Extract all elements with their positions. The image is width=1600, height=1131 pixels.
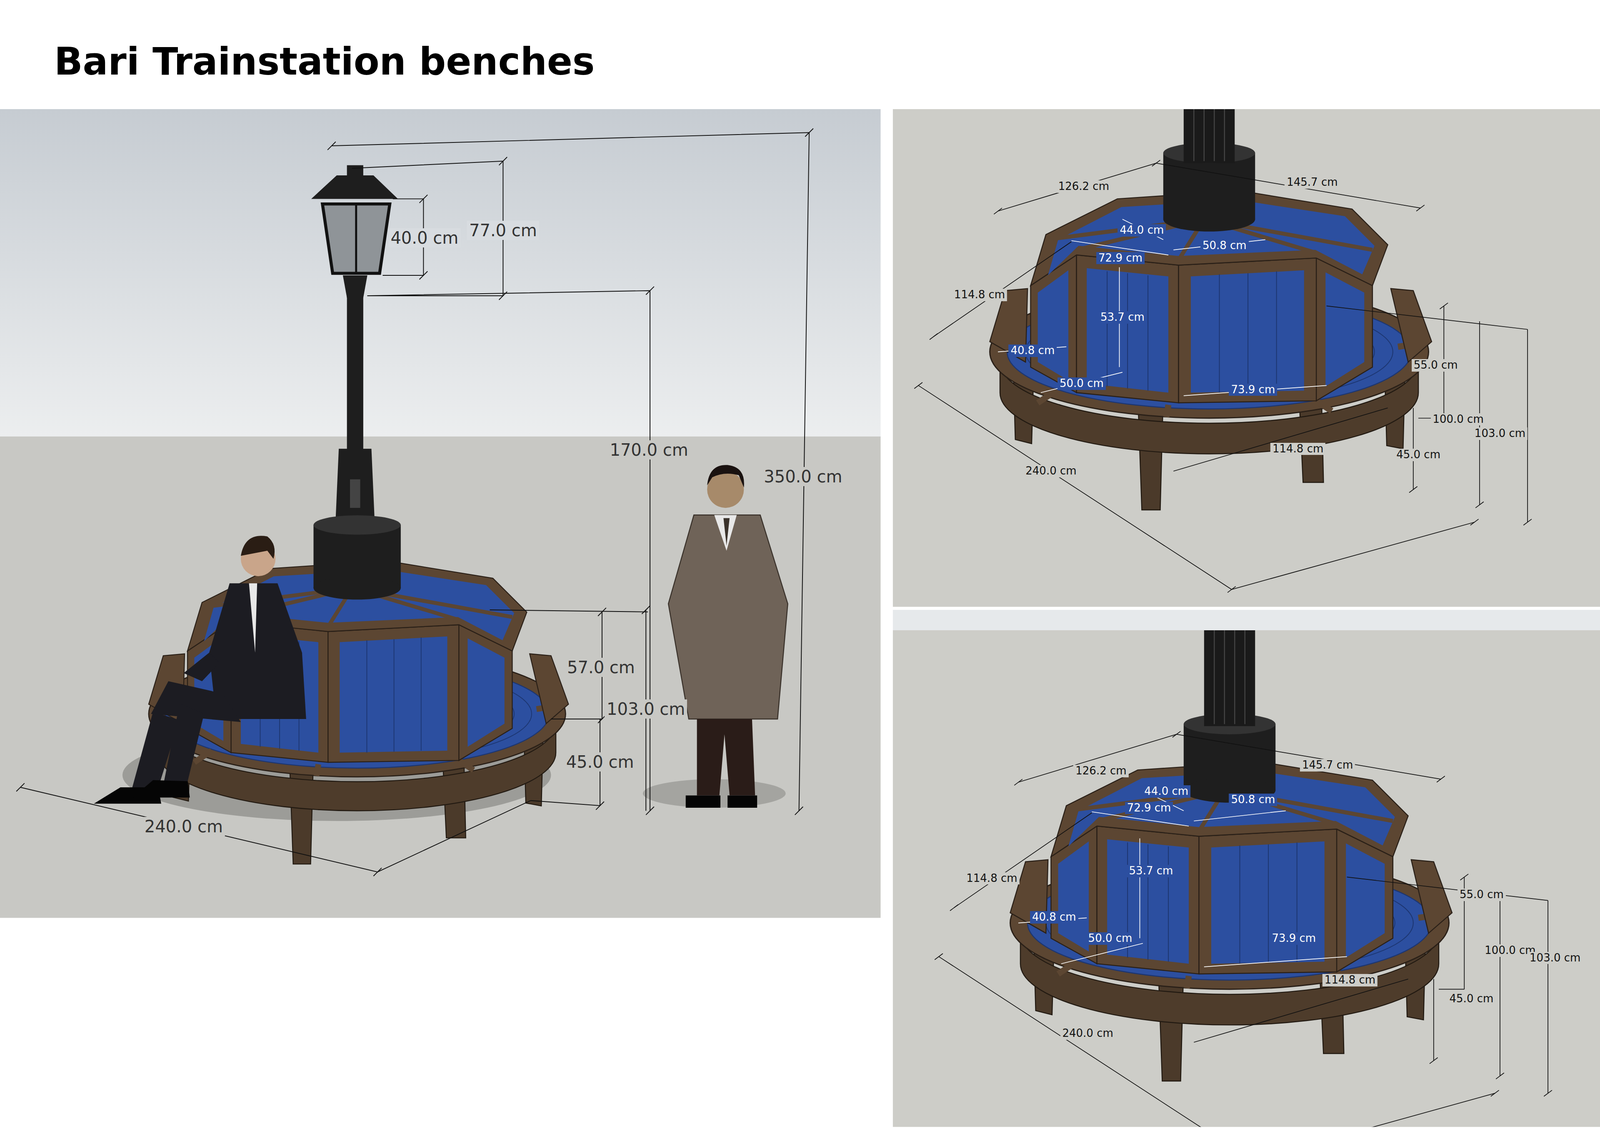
seated-man — [93, 535, 306, 804]
dimension-label: 77.0 cm — [467, 220, 540, 240]
dimension-label: 72.9 cm — [1125, 802, 1174, 815]
dimension-label: 44.0 cm — [1142, 785, 1191, 798]
dimension-label: 44.0 cm — [1117, 224, 1167, 238]
dimension-label: 55.0 cm — [1457, 888, 1506, 902]
panel-top-right — [892, 109, 1600, 608]
dimension-label: 103.0 cm — [604, 699, 688, 719]
bench-view-bottom — [934, 630, 1553, 1128]
dimension-label: 45.0 cm — [1447, 992, 1496, 1006]
dimension-label: 53.7 cm — [1098, 311, 1147, 324]
dimension-label: 45.0 cm — [564, 752, 637, 772]
dimension-label: 40.0 cm — [388, 228, 461, 248]
dimension-label: 50.0 cm — [1057, 377, 1106, 390]
dimension-label: 50.8 cm — [1228, 793, 1278, 807]
dimension-label: 126.2 cm — [1056, 180, 1112, 193]
standing-man — [668, 465, 788, 808]
bench — [148, 515, 569, 865]
dimension-label: 145.7 cm — [1300, 759, 1355, 772]
dimension-label: 53.7 cm — [1127, 865, 1176, 878]
dimension-label: 240.0 cm — [142, 817, 225, 837]
dimension-label: 114.8 cm — [1270, 442, 1326, 456]
dimension-label: 73.9 cm — [1269, 932, 1318, 945]
dimension-lines — [16, 128, 814, 876]
bench-view-top — [914, 109, 1532, 593]
dimension-label: 126.2 cm — [1073, 765, 1129, 778]
dimension-label: 240.0 cm — [1023, 465, 1079, 478]
dimension-label: 103.0 cm — [1472, 427, 1528, 440]
dimension-label: 170.0 cm — [607, 440, 690, 460]
dimension-label: 350.0 cm — [761, 467, 845, 487]
dimension-label: 114.8 cm — [952, 288, 1008, 302]
lamp-post — [311, 165, 398, 541]
dimension-label: 73.9 cm — [1228, 383, 1278, 397]
dimension-label: 72.9 cm — [1096, 252, 1145, 265]
dimension-label: 114.8 cm — [1322, 974, 1378, 988]
dimension-label: 114.8 cm — [964, 872, 1020, 885]
sky — [0, 109, 881, 438]
page-title: Bari Trainstation benches — [54, 40, 595, 83]
dimension-label: 40.8 cm — [1030, 911, 1079, 924]
ground — [0, 436, 881, 919]
dimension-label: 45.0 cm — [1394, 448, 1443, 462]
dimension-label: 100.0 cm — [1430, 413, 1486, 426]
dimension-label: 145.7 cm — [1284, 176, 1340, 189]
panel-strip — [892, 610, 1600, 631]
dimension-label: 55.0 cm — [1411, 359, 1460, 372]
dimension-label: 40.8 cm — [1008, 344, 1057, 358]
dimension-label: 240.0 cm — [1060, 1027, 1115, 1040]
dimension-label: 50.8 cm — [1200, 239, 1249, 253]
dimension-label: 103.0 cm — [1527, 952, 1583, 965]
dimension-label: 57.0 cm — [565, 657, 638, 678]
dimension-label: 50.0 cm — [1086, 932, 1135, 945]
